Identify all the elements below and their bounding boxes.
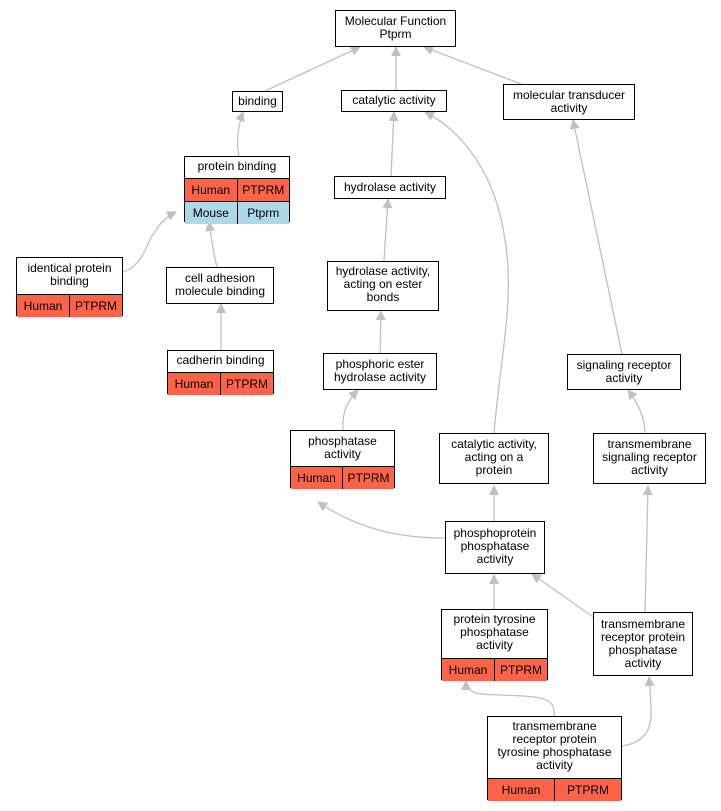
annotation-row: Human PTPRM [17,294,122,317]
node-catalytic-activity: catalytic activity [341,90,447,112]
edge-catalytic-protein-to-catalytic [424,111,509,434]
gene-cell: PTPRM [236,179,289,201]
annotation-row: Human PTPRM [185,178,289,201]
species-cell: Human [488,779,554,801]
node-label: Molecular Function Ptprm [344,14,447,41]
node-cadherin-binding: cadherin binding Human PTPRM [167,350,274,395]
node-transmembrane-receptor-protein-phosphatase: transmembrane receptor protein phosphata… [593,612,693,676]
edge-identical-to-protein-binding [122,211,177,273]
edge-tm-rpp-to-tm-signaling [642,485,653,613]
gene-cell: PTPRM [69,295,122,317]
node-label: phosphoprotein phosphatase activity [453,526,537,566]
node-label: molecular transducer activity [512,88,626,115]
edge-phosphoprotein-to-phosphatase [317,501,446,539]
node-binding: binding [232,91,283,112]
species-cell: Mouse [185,202,237,224]
edges-layer [122,45,655,747]
node-label: protein tyrosine phosphatase activity [453,612,536,652]
edge-tm-rptp-to-ptp [461,680,555,717]
node-label: cell adhesion molecule binding [174,271,266,298]
edge-phosphatase-to-phosphoric [342,389,359,431]
node-label: transmembrane receptor protein tyrosine … [497,719,612,772]
edge-protein-binding-to-binding [235,111,245,157]
node-protein-binding: protein binding Human PTPRM Mouse Ptprm [184,156,290,224]
edge-phosphoric-to-hydrolase-ester [375,310,386,354]
annotation-row: Human PTPRM [488,778,621,801]
node-label: transmembrane signaling receptor activit… [602,437,697,477]
node-label: catalytic activity [352,93,436,107]
node-hydrolase-activity: hydrolase activity [334,176,446,199]
gene-cell: PTPRM [494,659,547,681]
gene-cell: Ptprm [236,202,289,224]
species-cell: Human [17,295,69,317]
node-molecular-transducer: molecular transducer activity [503,84,635,120]
edge-binding-to-mf [264,46,361,92]
node-catalytic-activity-protein: catalytic activity, acting on a protein [439,433,549,484]
annotation-row: Human PTPRM [291,466,394,489]
node-label: binding [238,94,277,108]
node-protein-tyrosine-phosphatase: protein tyrosine phosphatase activity Hu… [441,609,548,681]
node-signaling-receptor-activity: signaling receptor activity [567,354,681,390]
node-phosphoric-ester-hydrolase: phosphoric ester hydrolase activity [323,353,437,390]
gene-cell: PTPRM [554,779,621,801]
node-label: phosphatase activity [308,434,377,461]
edge-tm-signaling-to-signaling [627,389,646,434]
edge-hydrolase-ester-to-hydrolase [382,198,393,262]
node-phosphatase-activity: phosphatase activity Human PTPRM [290,430,395,489]
annotation-row: Mouse Ptprm [185,201,289,224]
annotation-row: Human PTPRM [168,372,273,395]
node-phosphoprotein-phosphatase: phosphoprotein phosphatase activity [445,521,545,574]
node-label: signaling receptor activity [576,358,672,385]
species-cell: Human [291,467,342,489]
node-label: phosphoric ester hydrolase activity [333,357,427,384]
species-cell: Human [442,659,494,681]
node-transmembrane-signaling-receptor: transmembrane signaling receptor activit… [593,433,706,484]
edge-cell-adhesion-to-protein-binding [205,221,218,268]
edge-transducer-to-mf [423,45,525,86]
node-cell-adhesion-molecule-binding: cell adhesion molecule binding [166,267,274,304]
node-label: transmembrane receptor protein phosphata… [600,617,686,670]
gene-cell: PTPRM [342,467,394,489]
node-label: catalytic activity, acting on a protein [451,437,537,477]
node-label: hydrolase activity [343,180,437,194]
annotation-row: Human PTPRM [442,658,547,681]
edge-tm-rptp-to-tm-rpp [621,676,655,747]
node-label: hydrolase activity, acting on ester bond… [335,264,431,304]
node-molecular-function: Molecular Function Ptprm [335,10,456,47]
node-label: identical protein binding [27,261,112,288]
node-label: protein binding [197,159,277,173]
species-cell: Human [168,373,220,395]
node-transmembrane-receptor-protein-tyrosine-phosphatase: transmembrane receptor protein tyrosine … [487,716,622,801]
node-identical-protein-binding: identical protein binding Human PTPRM [16,257,123,317]
node-hydrolase-activity-ester: hydrolase activity, acting on ester bond… [327,261,439,311]
edge-tm-rpp-to-phosphoprotein [531,573,597,620]
node-label: cadherin binding [176,353,265,367]
edge-hydrolase-to-catalytic [388,111,399,177]
gene-cell: PTPRM [220,373,273,395]
species-cell: Human [185,179,237,201]
edge-signaling-to-transducer [569,119,623,355]
